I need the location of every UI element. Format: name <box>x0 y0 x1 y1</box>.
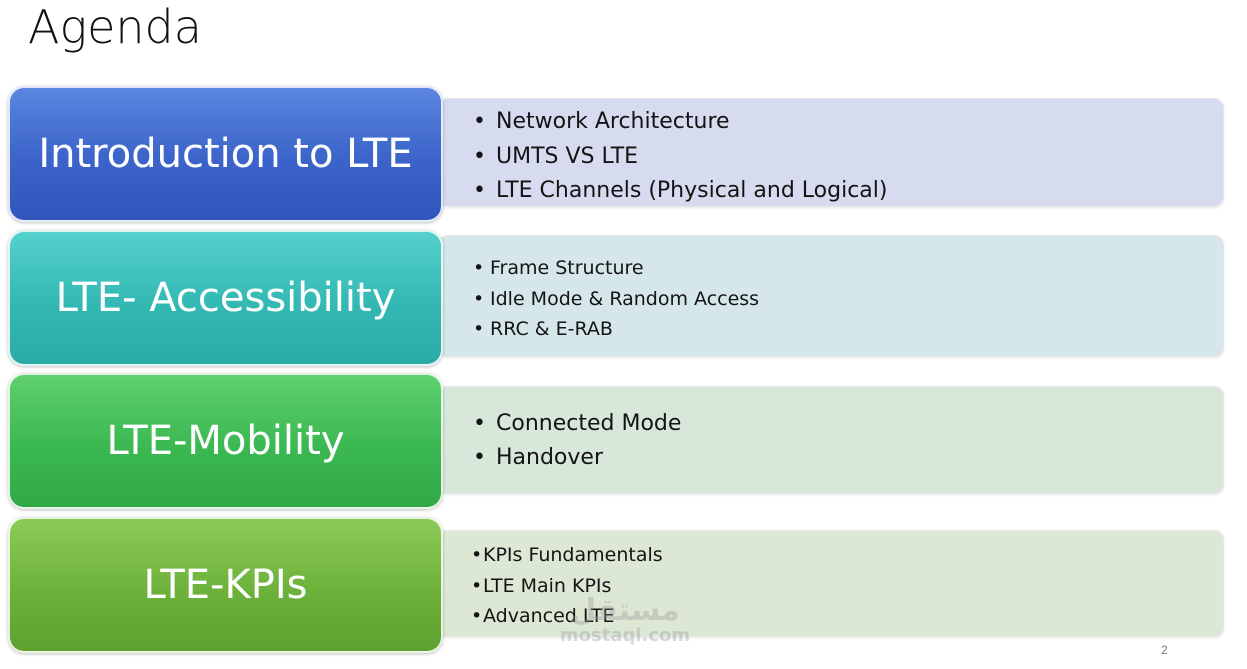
watermark: مستقل mostaql.com <box>545 596 705 646</box>
watermark-text: mostaql.com <box>559 625 691 646</box>
slide-title: Agenda <box>28 0 202 54</box>
section-2-details-panel: •Frame Structure •Idle Mode & Random Acc… <box>438 235 1224 357</box>
bullet-icon: • <box>473 143 486 169</box>
list-item: •RRC & E-RAB <box>473 314 759 345</box>
watermark-logo-icon: مستقل <box>570 593 680 628</box>
section-3-details-panel: •Connected Mode •Handover <box>438 386 1224 494</box>
section-2-heading: LTE- Accessibility <box>8 230 443 366</box>
list-item: •LTE Main KPIs <box>471 571 663 602</box>
section-4-heading: LTE-KPIs <box>8 517 443 653</box>
bullet-icon: • <box>473 445 486 470</box>
list-item: •Advanced LTE <box>471 601 663 632</box>
bullet-icon: • <box>471 605 483 627</box>
section-4-label: LTE-KPIs <box>143 562 308 608</box>
section-2-items: •Frame Structure •Idle Mode & Random Acc… <box>473 253 759 345</box>
bullet-icon: • <box>471 544 483 566</box>
list-item: •UMTS VS LTE <box>473 140 887 175</box>
section-4-details-panel: •KPIs Fundamentals •LTE Main KPIs •Advan… <box>438 530 1224 637</box>
list-item: •KPIs Fundamentals <box>471 540 663 571</box>
section-1-items: •Network Architecture •UMTS VS LTE •LTE … <box>473 105 887 209</box>
list-item: •Frame Structure <box>473 253 759 284</box>
section-3-heading: LTE-Mobility <box>8 373 443 509</box>
section-2-label: LTE- Accessibility <box>55 275 396 321</box>
bullet-icon: • <box>473 257 485 279</box>
bullet-icon: • <box>473 178 486 203</box>
section-3-label: LTE-Mobility <box>106 418 345 464</box>
section-1-heading: Introduction to LTE <box>8 86 443 222</box>
bullet-icon: • <box>473 287 485 310</box>
list-item: •Idle Mode & Random Access <box>473 284 759 315</box>
bullet-icon: • <box>471 574 483 597</box>
list-item: •Connected Mode <box>473 407 681 441</box>
section-3-items: •Connected Mode •Handover <box>473 407 681 475</box>
list-item: •Handover <box>473 441 681 475</box>
bullet-icon: • <box>473 109 486 134</box>
section-1-details-panel: •Network Architecture •UMTS VS LTE •LTE … <box>438 98 1224 207</box>
bullet-icon: • <box>473 318 485 340</box>
section-4-items: •KPIs Fundamentals •LTE Main KPIs •Advan… <box>471 540 663 632</box>
list-item: •Network Architecture <box>473 105 887 140</box>
slide-number: 2 <box>1161 643 1168 657</box>
list-item: •LTE Channels (Physical and Logical) <box>473 174 887 209</box>
section-1-label: Introduction to LTE <box>38 131 413 177</box>
bullet-icon: • <box>473 411 486 436</box>
